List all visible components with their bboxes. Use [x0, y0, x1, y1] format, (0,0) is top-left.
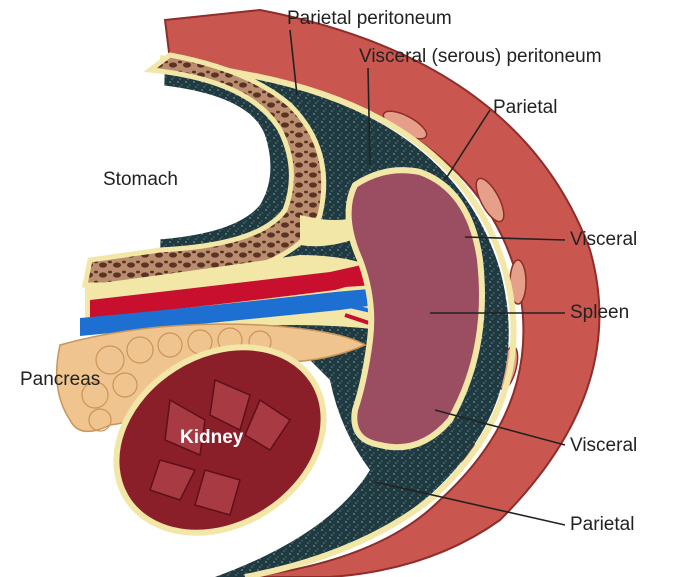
label-pancreas: Pancreas	[20, 369, 100, 390]
label-kidney: Kidney	[180, 427, 244, 448]
label-parietal-lower: Parietal	[570, 514, 634, 535]
label-parietal-peritoneum: Parietal peritoneum	[287, 8, 452, 29]
label-visceral-upper: Visceral	[570, 229, 637, 250]
label-visceral-lower: Visceral	[570, 435, 637, 456]
label-parietal-upper: Parietal	[493, 97, 557, 118]
label-visceral-serous-peritoneum: Visceral (serous) peritoneum	[359, 46, 602, 67]
label-spleen: Spleen	[570, 302, 629, 323]
label-stomach: Stomach	[103, 169, 178, 190]
